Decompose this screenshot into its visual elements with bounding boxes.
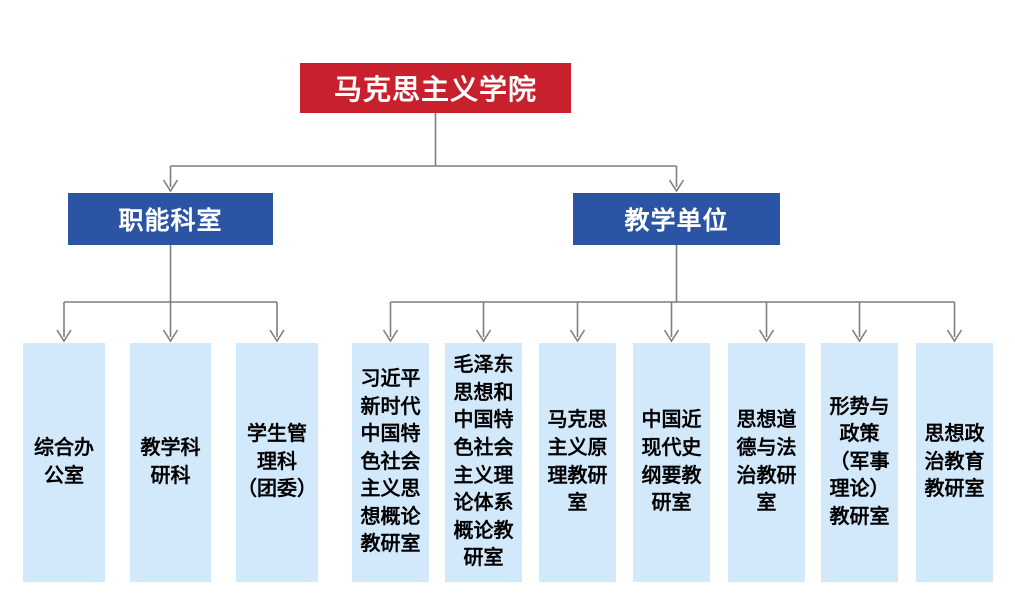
node-label: 形势与 政策 （军事 理论） 教研室 bbox=[829, 395, 890, 528]
arrow-down-icon bbox=[758, 329, 775, 343]
node-label: 职能科室 bbox=[118, 207, 223, 235]
node-branch-teaching-units: 教学单位 bbox=[573, 193, 780, 245]
arrow-down-icon bbox=[382, 329, 399, 343]
connector-root-to-branches bbox=[162, 113, 685, 193]
node-dept-marxism-principles-teaching-office: 马克思 主义原 理教研 室 bbox=[539, 343, 616, 582]
node-label: 习近平 新时代 中国特 色社会 主义思 想概论 教研室 bbox=[360, 367, 421, 556]
node-dept-ideological-political-education-teaching-office: 思想政 治教育 教研室 bbox=[916, 343, 993, 582]
connector-teaching-units bbox=[382, 245, 963, 343]
node-label: 毛泽东 思想和 中国特 色社会 主义理 论体系 概论教 研室 bbox=[453, 354, 514, 570]
node-label: 中国近 现代史 纲要教 研室 bbox=[641, 409, 702, 515]
node-root: 马克思主义学院 bbox=[300, 63, 571, 113]
node-label: 综合办 公室 bbox=[34, 436, 94, 487]
arrow-down-icon bbox=[668, 179, 685, 193]
arrow-down-icon bbox=[269, 329, 285, 343]
node-label: 马克思主义学院 bbox=[333, 74, 537, 105]
node-dept-modern-history-teaching-office: 中国近 现代史 纲要教 研室 bbox=[633, 343, 710, 582]
node-label: 思想政 治教育 教研室 bbox=[924, 423, 985, 501]
node-dept-mao-thought-teaching-office: 毛泽东 思想和 中国特 色社会 主义理 论体系 概论教 研室 bbox=[445, 343, 522, 582]
node-dept-situation-policy-teaching-office: 形势与 政策 （军事 理论） 教研室 bbox=[821, 343, 898, 582]
node-dept-xi-thought-teaching-office: 习近平 新时代 中国特 色社会 主义思 想概论 教研室 bbox=[352, 343, 429, 582]
arrow-down-icon bbox=[162, 179, 179, 193]
node-dept-morality-law-teaching-office: 思想道 德与法 治教研 室 bbox=[728, 343, 805, 582]
node-dept-student-management-section: 学生管 理科 （团委） bbox=[236, 343, 318, 582]
node-label: 学生管 理科 （团委） bbox=[237, 423, 317, 501]
connector-functional-offices bbox=[56, 245, 285, 343]
node-label: 思想道 德与法 治教研 室 bbox=[736, 409, 797, 515]
arrow-down-icon bbox=[946, 329, 963, 343]
arrow-down-icon bbox=[569, 329, 586, 343]
node-dept-general-office: 综合办 公室 bbox=[23, 343, 105, 582]
arrow-down-icon bbox=[851, 329, 868, 343]
node-branch-functional-offices: 职能科室 bbox=[68, 193, 273, 245]
arrow-down-icon bbox=[475, 329, 492, 343]
arrow-down-icon bbox=[162, 329, 179, 343]
node-dept-teaching-research-section: 教学科 研科 bbox=[130, 343, 211, 582]
arrow-down-icon bbox=[56, 329, 72, 343]
arrow-down-icon bbox=[663, 329, 680, 343]
node-label: 马克思 主义原 理教研 室 bbox=[547, 409, 608, 515]
node-label: 教学科 研科 bbox=[140, 436, 201, 487]
node-label: 教学单位 bbox=[624, 207, 729, 235]
